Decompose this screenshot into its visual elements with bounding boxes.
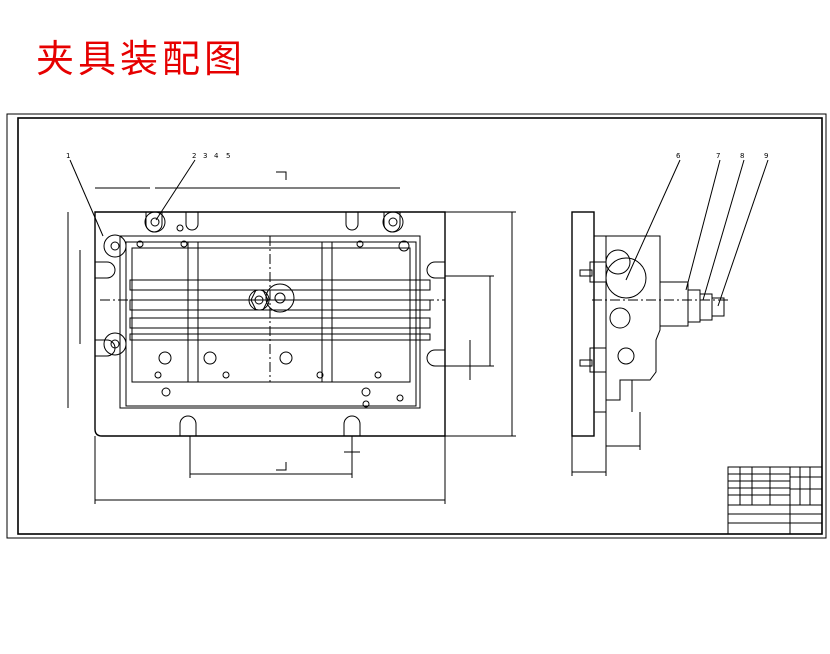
- guide-bar-low: [129, 317, 431, 329]
- clamp-wheel-3: [103, 234, 127, 258]
- side-base-plate: [571, 211, 595, 437]
- front-view: [67, 159, 516, 504]
- side-view: [571, 159, 769, 476]
- clamp-wheel-1: [144, 211, 166, 233]
- guide-bar-top: [129, 279, 431, 291]
- side-screw: [659, 281, 689, 327]
- hex-nut: [250, 289, 269, 311]
- side-bracket: [605, 235, 661, 401]
- part-number-1: 1: [66, 152, 70, 160]
- part-number-4: 4: [214, 152, 219, 160]
- clamp-wheel-2: [382, 211, 404, 233]
- sheet-outer-border: [6, 113, 827, 539]
- guide-bar-mid: [129, 299, 431, 311]
- part-number-9: 9: [764, 152, 768, 160]
- part-number-7: 7: [716, 152, 720, 160]
- part-number-8: 8: [740, 152, 744, 160]
- part-number-2: 2: [192, 152, 196, 160]
- clamp-wheel-4: [103, 332, 127, 356]
- center-gear: [265, 283, 295, 313]
- drawing-title: 夹具装配图: [36, 37, 247, 81]
- title-block: [727, 466, 823, 535]
- sheet-inner-border: [17, 117, 823, 535]
- part-number-3: 3: [203, 152, 207, 160]
- part-number-5: 5: [226, 152, 230, 160]
- base-plate: [94, 211, 446, 437]
- part-number-6: 6: [676, 152, 681, 160]
